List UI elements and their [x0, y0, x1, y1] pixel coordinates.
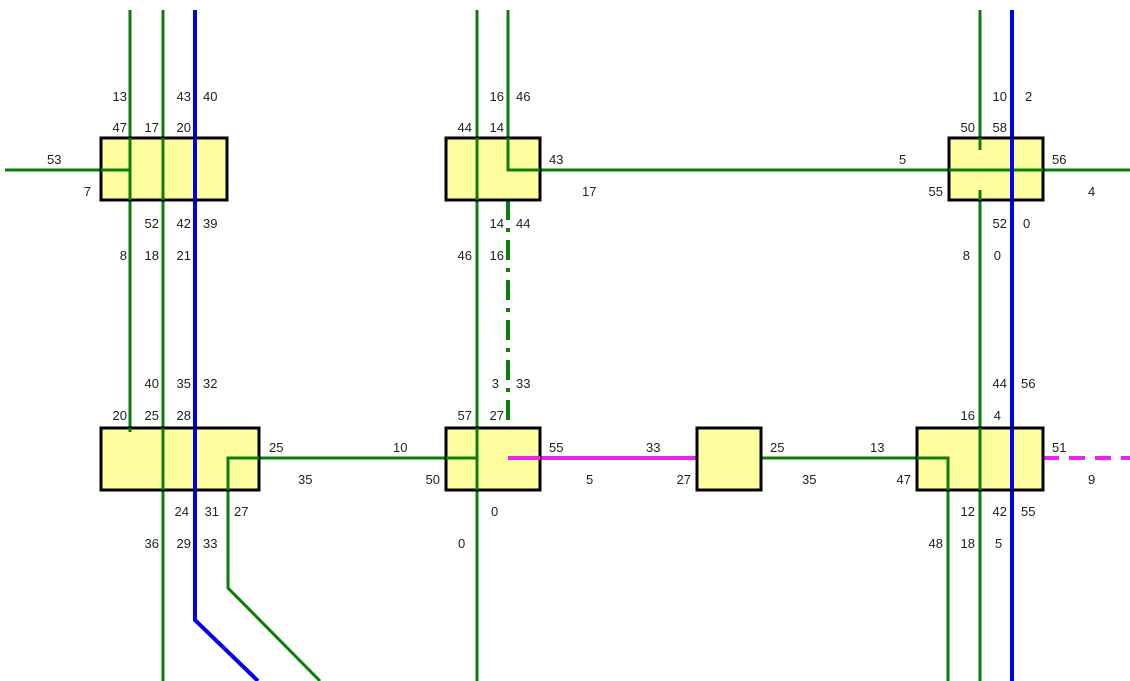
port-label: 53: [47, 152, 61, 167]
port-label: 16: [490, 248, 504, 263]
port-label: 14: [490, 120, 504, 135]
port-label: 21: [177, 248, 191, 263]
port-label: 7: [84, 184, 91, 199]
port-label: 27: [234, 504, 248, 519]
port-label: 9: [1088, 472, 1095, 487]
port-label: 35: [802, 472, 816, 487]
port-label: 32: [203, 376, 217, 391]
port-label: 5: [899, 152, 906, 167]
blue-line: [193, 10, 260, 681]
port-label: 52: [993, 216, 1007, 231]
port-label: 58: [993, 120, 1007, 135]
port-label: 46: [458, 248, 472, 263]
port-label: 57: [458, 408, 472, 423]
port-label: 56: [1021, 376, 1035, 391]
port-label: 47: [113, 120, 127, 135]
port-label: 13: [113, 89, 127, 104]
port-label: 20: [113, 408, 127, 423]
port-label: 10: [393, 440, 407, 455]
port-label: 12: [961, 504, 975, 519]
port-label: 31: [205, 504, 219, 519]
port-label: 55: [929, 184, 943, 199]
port-label: 56: [1052, 152, 1066, 167]
port-label: 33: [203, 536, 217, 551]
port-label: 51: [1052, 440, 1066, 455]
port-label: 5: [586, 472, 593, 487]
port-label: 42: [993, 504, 1007, 519]
port-label: 50: [426, 472, 440, 487]
node-boxes: [99, 136, 1045, 492]
port-label: 8: [963, 248, 970, 263]
node-box[interactable]: [695, 426, 763, 492]
port-label: 18: [961, 536, 975, 551]
port-label: 24: [175, 504, 189, 519]
port-label: 3: [492, 376, 499, 391]
port-label: 33: [646, 440, 660, 455]
over-lines: [101, 138, 1043, 490]
port-label: 28: [177, 408, 191, 423]
port-label: 46: [516, 89, 530, 104]
port-label: 0: [491, 504, 498, 519]
port-label: 4: [994, 408, 1001, 423]
port-label: 10: [993, 89, 1007, 104]
green-line: [226, 456, 259, 490]
port-label: 25: [269, 440, 283, 455]
port-label: 20: [177, 120, 191, 135]
port-label: 29: [177, 536, 191, 551]
port-label: 13: [870, 440, 884, 455]
green-line: [917, 456, 950, 490]
port-label: 0: [458, 536, 465, 551]
port-label: 40: [145, 376, 159, 391]
green-line: [226, 456, 446, 681]
port-label: 17: [145, 120, 159, 135]
port-label: 35: [177, 376, 191, 391]
port-label: 14: [490, 216, 504, 231]
port-labels: 13 43 40 47 17 20 53 7 52 42 39 8 18 21 …: [47, 89, 1095, 551]
port-label: 55: [1021, 504, 1035, 519]
port-label: 42: [177, 216, 191, 231]
port-label: 2: [1025, 89, 1032, 104]
port-label: 18: [145, 248, 159, 263]
port-label: 55: [549, 440, 563, 455]
port-label: 35: [298, 472, 312, 487]
port-label: 44: [993, 376, 1007, 391]
port-label: 0: [1023, 216, 1030, 231]
port-label: 16: [490, 89, 504, 104]
port-label: 16: [961, 408, 975, 423]
green-line: [506, 138, 540, 172]
port-label: 44: [458, 120, 472, 135]
port-label: 36: [145, 536, 159, 551]
port-label: 40: [203, 89, 217, 104]
connection-lines: [5, 10, 1130, 681]
port-label: 8: [120, 248, 127, 263]
port-label: 27: [490, 408, 504, 423]
port-label: 52: [145, 216, 159, 231]
port-label: 33: [516, 376, 530, 391]
port-label: 0: [994, 248, 1001, 263]
green-line: [5, 168, 132, 428]
port-label: 48: [929, 536, 943, 551]
port-label: 43: [177, 89, 191, 104]
port-label: 17: [582, 184, 596, 199]
port-label: 44: [516, 216, 530, 231]
port-label: 43: [549, 152, 563, 167]
port-label: 47: [897, 472, 911, 487]
port-label: 25: [145, 408, 159, 423]
port-label: 5: [995, 536, 1002, 551]
port-label: 27: [677, 472, 691, 487]
port-label: 25: [770, 440, 784, 455]
port-label: 4: [1088, 184, 1095, 199]
port-label: 39: [203, 216, 217, 231]
port-label: 50: [961, 120, 975, 135]
